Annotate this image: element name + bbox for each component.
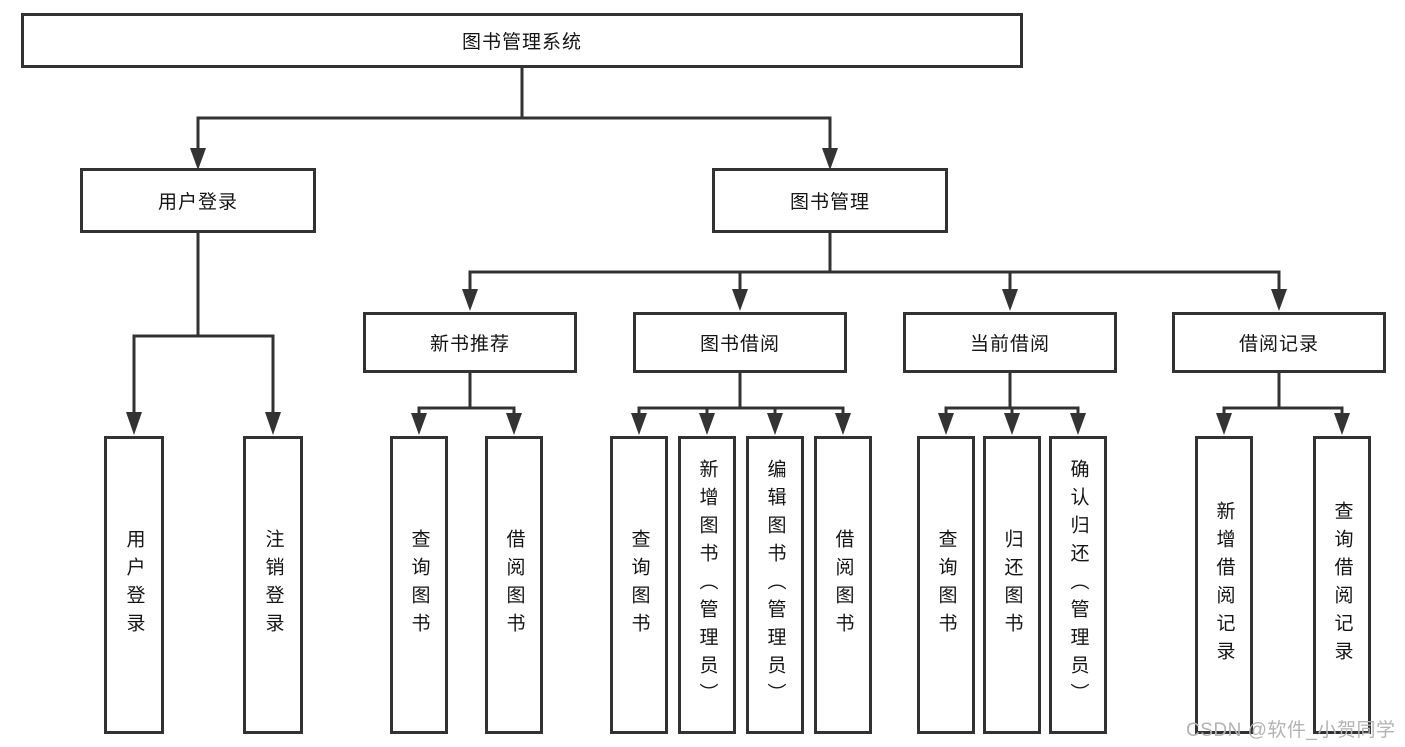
leaf-query-borrow-record: 查询借阅记录: [1313, 436, 1371, 734]
node-book-management: 图书管理: [712, 168, 948, 233]
node-current-borrowing: 当前借阅: [903, 312, 1117, 373]
leaf-borrow-books-recommend: 借阅图书: [485, 436, 543, 734]
watermark: CSDN @软件_小贺同学: [1186, 720, 1396, 741]
node-book-management-system: 图书管理系统: [21, 13, 1023, 68]
leaf-return-books: 归还图书: [983, 436, 1041, 734]
leaf-edit-book-admin: 编辑图书（管理员）: [746, 436, 804, 734]
leaf-user-login: 用户登录: [104, 436, 164, 734]
node-book-borrowing: 图书借阅: [633, 312, 847, 373]
leaf-logout: 注销登录: [243, 436, 303, 734]
leaf-add-book-admin: 新增图书（管理员）: [678, 436, 736, 734]
node-borrowing-records: 借阅记录: [1172, 312, 1386, 373]
leaf-add-borrow-record: 新增借阅记录: [1195, 436, 1253, 734]
leaf-borrow-books-borrowing: 借阅图书: [814, 436, 872, 734]
leaf-query-books-borrowing: 查询图书: [610, 436, 668, 734]
leaf-query-books-recommend: 查询图书: [390, 436, 448, 734]
leaf-confirm-return-admin: 确认归还（管理员）: [1049, 436, 1107, 734]
leaf-query-books-current: 查询图书: [917, 436, 975, 734]
node-user-login: 用户登录: [80, 168, 316, 233]
arrowheads: [126, 148, 1350, 435]
node-new-book-recommendation: 新书推荐: [363, 312, 577, 373]
